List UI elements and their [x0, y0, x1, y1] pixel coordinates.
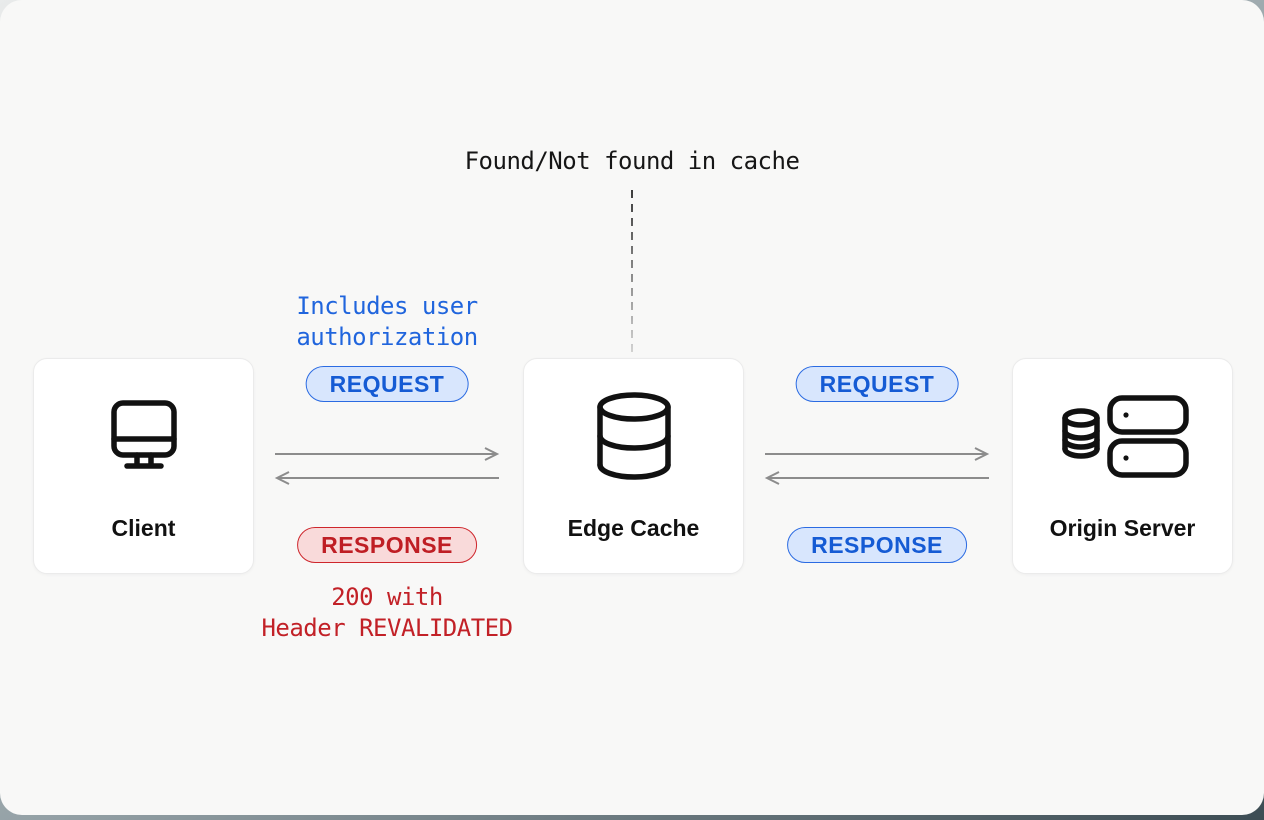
response-arrow-edge-client [274, 471, 499, 485]
monitor-icon [100, 395, 188, 479]
response-badge-edge-client: RESPONSE [297, 527, 477, 563]
request-badge-edge-origin: REQUEST [795, 366, 959, 402]
database-icon [593, 390, 675, 484]
response-note-revalidated: 200 with Header REVALIDATED [261, 583, 513, 642]
request-arrow-edge-origin [765, 447, 990, 461]
response-badge-origin-edge: RESPONSE [787, 527, 967, 563]
request-note-authorization: Includes user authorization [296, 292, 478, 351]
response-arrow-origin-edge [764, 471, 989, 485]
cache-status-note: Found/Not found in cache [464, 147, 800, 175]
node-edge-cache-label: Edge Cache [567, 515, 700, 541]
request-badge-client-edge: REQUEST [305, 366, 469, 402]
node-origin-server: Origin Server [1012, 358, 1233, 574]
node-client: Client [33, 358, 254, 574]
node-client-label: Client [111, 515, 176, 541]
request-arrow-client-edge [275, 447, 500, 461]
node-origin-server-label: Origin Server [1049, 515, 1196, 541]
node-edge-cache: Edge Cache [523, 358, 744, 574]
cache-probe-dashed-line [631, 190, 633, 356]
server-rack-icon [1056, 394, 1190, 480]
